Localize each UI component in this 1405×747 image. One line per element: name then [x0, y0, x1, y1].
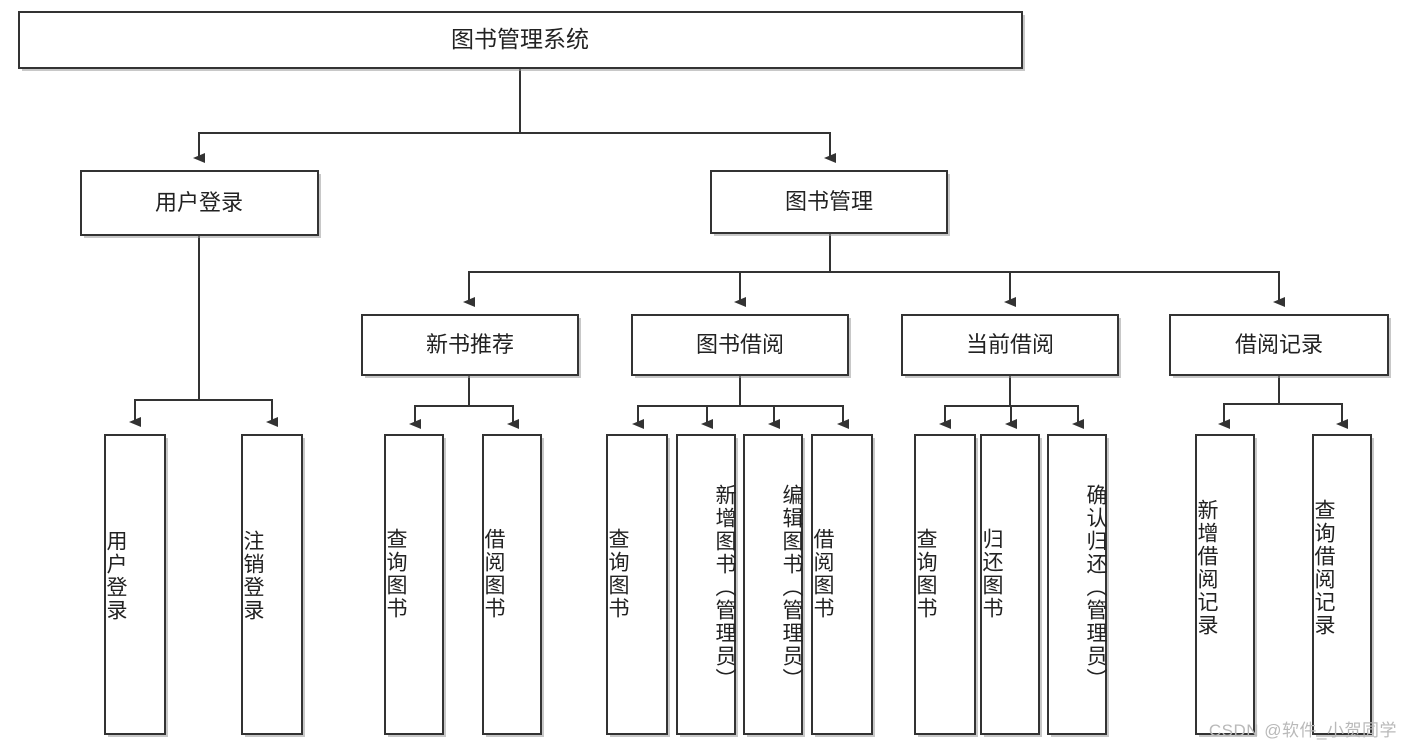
- node-user-login-label: 用户登录: [155, 190, 243, 215]
- leaf-new-book-0[interactable]: [384, 434, 446, 737]
- leaf-book-borrow-1[interactable]: [676, 434, 738, 737]
- node-current-borrow-label: 当前借阅: [966, 332, 1054, 357]
- watermark-label: CSDN @软件_小贺同学: [1208, 721, 1397, 740]
- node-book-management-label: 图书管理: [785, 189, 873, 214]
- node-borrow-record-label: 借阅记录: [1235, 332, 1323, 357]
- connector-group-book-borrow: [632, 374, 849, 429]
- node-borrow-record[interactable]: 借阅记录: [1169, 314, 1391, 378]
- node-book-management[interactable]: 图书管理: [710, 170, 950, 236]
- node-new-book-recommend[interactable]: 新书推荐: [361, 314, 581, 378]
- node-root-label: 图书管理系统: [451, 26, 589, 52]
- connector-group-current-borrow: [939, 374, 1084, 429]
- connector-group-root: [193, 67, 836, 163]
- leaf-current-borrow-1[interactable]: [980, 434, 1042, 737]
- node-current-borrow[interactable]: 当前借阅: [901, 314, 1121, 378]
- connector-group-book-mgmt: [463, 232, 1285, 307]
- node-book-borrow[interactable]: 图书借阅: [631, 314, 851, 378]
- leaf-book-borrow-2[interactable]: [743, 434, 805, 737]
- node-user-login[interactable]: 用户登录: [80, 170, 321, 238]
- leaf-user-login-1[interactable]: [241, 434, 305, 737]
- leaf-book-borrow-3[interactable]: [811, 434, 875, 737]
- leaf-current-borrow-2[interactable]: [1047, 434, 1109, 737]
- leaf-borrow-record-1[interactable]: [1312, 434, 1374, 737]
- connector-group-new-book: [409, 374, 519, 429]
- node-root[interactable]: 图书管理系统: [18, 11, 1025, 71]
- node-new-book-recommend-label: 新书推荐: [426, 332, 514, 357]
- leaf-book-borrow-0[interactable]: [606, 434, 670, 737]
- leaf-current-borrow-0[interactable]: [914, 434, 978, 737]
- leaf-new-book-1[interactable]: [482, 434, 544, 737]
- connector-group-borrow-record: [1218, 374, 1348, 429]
- leaf-borrow-record-0[interactable]: [1195, 434, 1257, 737]
- leaf-user-login-0[interactable]: [104, 434, 168, 737]
- node-book-borrow-label: 图书借阅: [696, 332, 784, 357]
- connector-group-user-login: [129, 234, 278, 427]
